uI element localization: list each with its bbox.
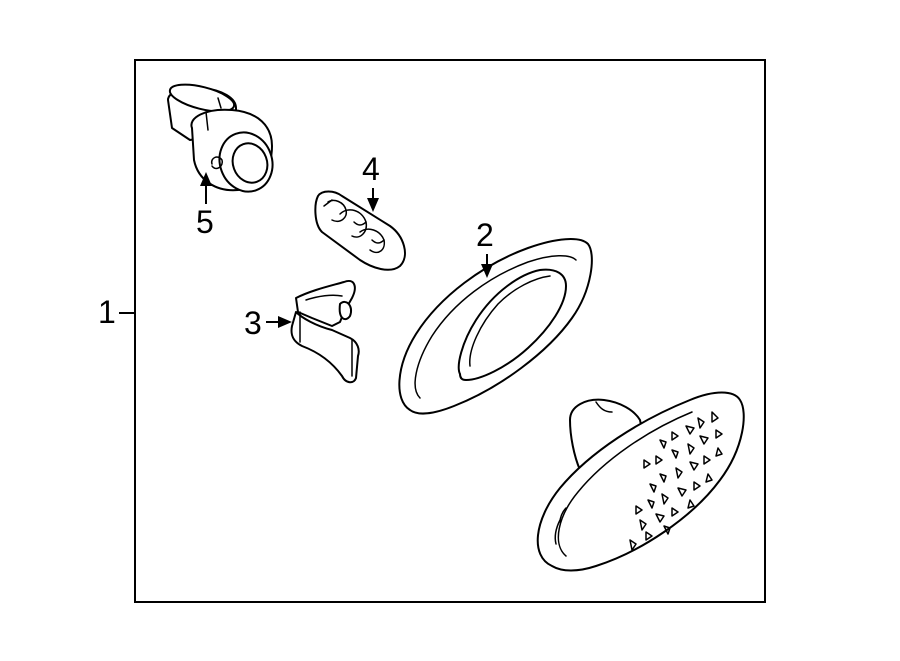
- arrowhead-5: [200, 172, 212, 186]
- clip-part: [290, 280, 360, 384]
- callout-5: 5: [196, 204, 214, 240]
- assembly-frame: [134, 59, 766, 603]
- arrowhead-3: [278, 316, 292, 328]
- bulb-part: [314, 190, 406, 271]
- socket-part: [167, 83, 274, 193]
- callout-2: 2: [476, 217, 494, 253]
- callout-3: 3: [244, 305, 262, 341]
- side-marker-lamp-part: [536, 391, 745, 572]
- arrowhead-4: [367, 198, 379, 212]
- arrowhead-2: [481, 264, 493, 278]
- lens-housing-part: [398, 238, 593, 415]
- callout-1: 1: [98, 294, 116, 330]
- callout-4: 4: [362, 151, 380, 187]
- lens-facets: [629, 411, 723, 551]
